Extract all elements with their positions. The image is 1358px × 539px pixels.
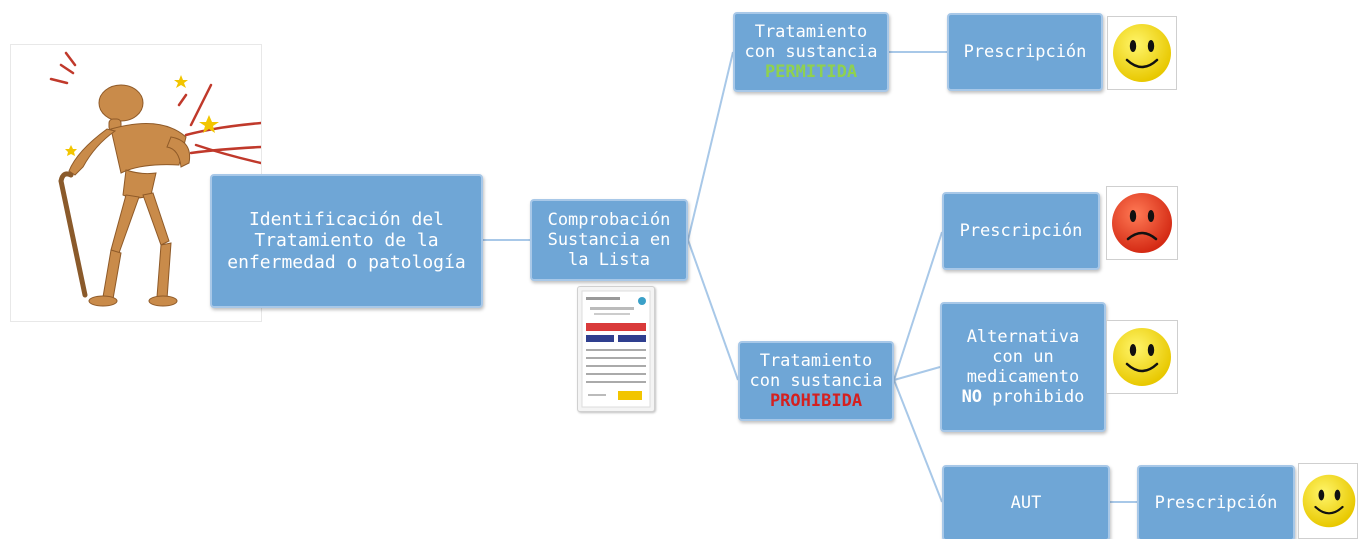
node-identificacion-line: Tratamiento de la: [254, 230, 439, 252]
permitida-status: PERMITIDA: [764, 62, 858, 83]
alternativa-prohibido-word: prohibido: [992, 387, 1085, 408]
node-tratamiento-permitida: Tratamiento con sustancia PERMITIDA: [733, 12, 889, 92]
node-comprobacion: Comprobación Sustancia en la Lista: [530, 199, 688, 281]
connector-comprobacion-permitida: [687, 51, 734, 241]
node-aut: AUT: [942, 465, 1110, 539]
prescripcion-label: Prescripción: [963, 41, 1087, 62]
smiley-happy-icon: [1107, 16, 1177, 90]
node-comprobacion-line: la Lista: [568, 250, 650, 271]
node-prescripcion-prohibida: Prescripción: [942, 192, 1100, 270]
node-comprobacion-line: Sustancia en: [547, 229, 671, 250]
prohibida-line1: Tratamiento: [759, 350, 873, 371]
node-comprobacion-line: Comprobación: [547, 209, 671, 230]
smiley-happy-icon: [1106, 320, 1178, 394]
prescripcion-label: Prescripción: [1154, 492, 1278, 513]
node-identificacion-line: Identificación del: [248, 209, 445, 231]
node-tratamiento-prohibida: Tratamiento con sustancia PROHIBIDA: [738, 341, 894, 421]
alternativa-line3: medicamento: [966, 367, 1080, 387]
list-app-phone-image: [577, 286, 655, 412]
aut-label: AUT: [1010, 492, 1042, 513]
connector-prohibida-prescripcion: [893, 231, 943, 381]
connector-prohibida-aut: [893, 379, 943, 503]
alternativa-line4: NO prohibido: [962, 387, 1085, 407]
smiley-sad-icon: [1106, 186, 1178, 260]
node-identificacion-line: enfermedad o patología: [227, 251, 466, 273]
alternativa-no-word: NO: [961, 387, 983, 408]
back-pain-illustration: [10, 44, 263, 322]
node-identificacion: Identificación del Tratamiento de la enf…: [210, 174, 483, 308]
permitida-line2: con sustancia: [744, 41, 878, 62]
node-prescripcion-aut: Prescripción: [1137, 465, 1295, 539]
node-alternativa: Alternativa con un medicamento NO prohib…: [940, 302, 1106, 432]
node-prescripcion-permitida: Prescripción: [947, 13, 1103, 91]
alternativa-line1: Alternativa: [966, 326, 1080, 347]
permitida-line1: Tratamiento: [754, 21, 868, 42]
smiley-happy-icon: [1298, 463, 1358, 539]
prohibida-line2: con sustancia: [749, 370, 883, 391]
connector-prohibida-alternativa: [893, 366, 941, 381]
alternativa-line2: con un: [992, 346, 1054, 367]
prescripcion-label: Prescripción: [959, 220, 1083, 241]
prohibida-status: PROHIBIDA: [769, 391, 863, 412]
connector-comprobacion-prohibida: [687, 239, 739, 381]
